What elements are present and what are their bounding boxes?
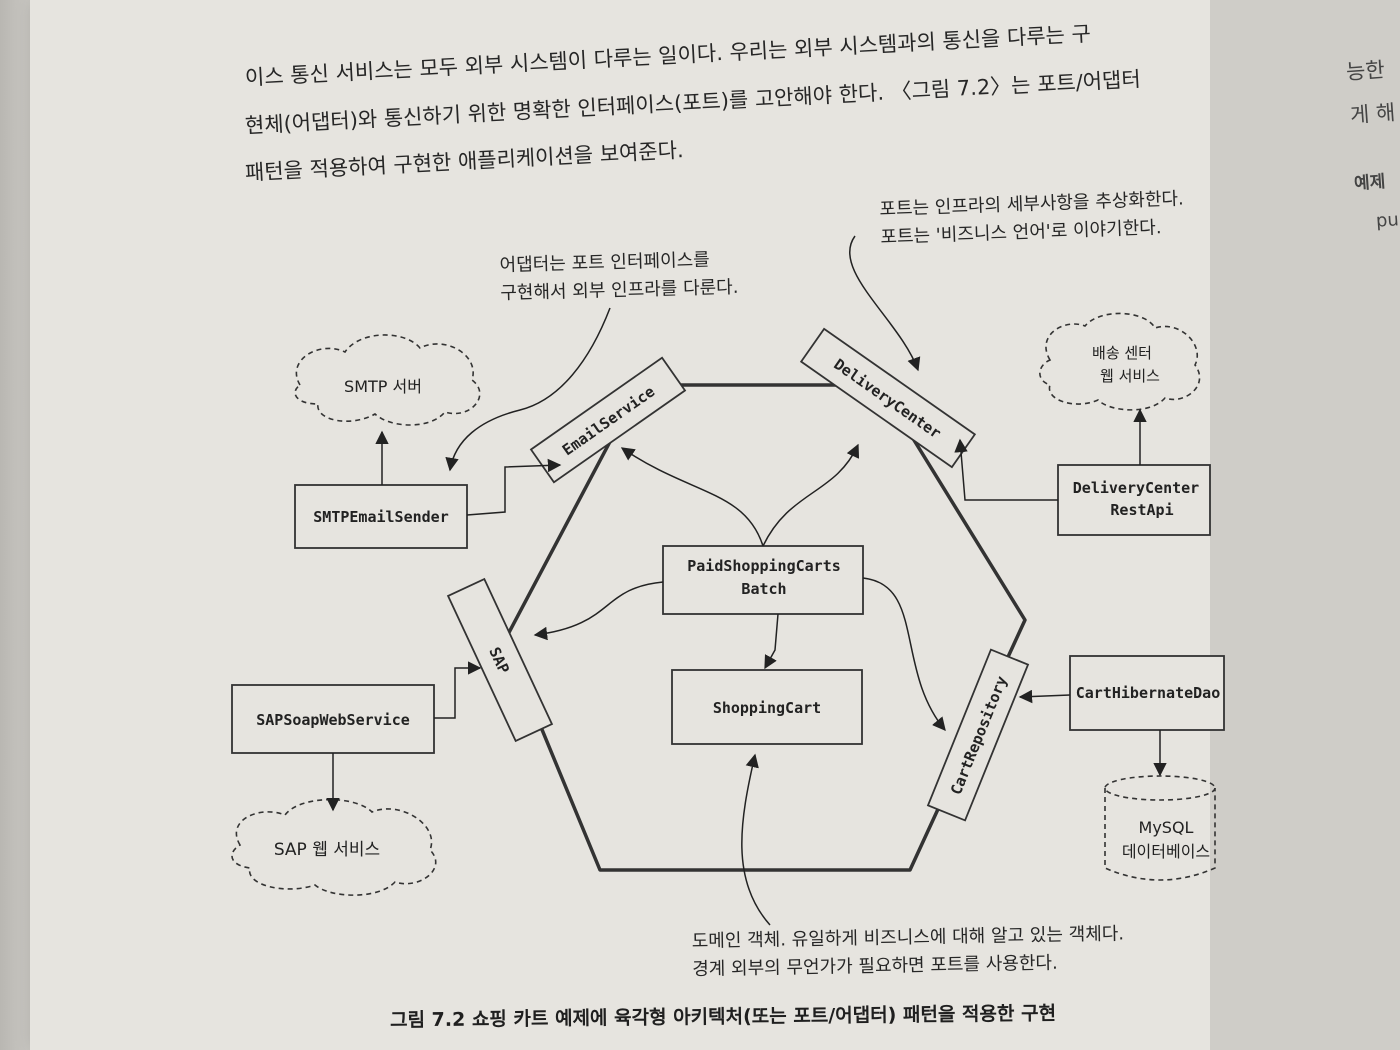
arrow-smtp-sender-to-email-port bbox=[466, 458, 562, 516]
pointer-port-note bbox=[848, 235, 921, 372]
sap-cloud-label: SAP 웹 서비스 bbox=[274, 840, 380, 860]
arrow-batch-to-shopping-cart bbox=[764, 613, 779, 670]
delivery-center-port: DeliveryCenter bbox=[799, 327, 977, 469]
arrow-batch-to-delivery-port bbox=[762, 443, 860, 547]
port-label: DeliveryCenter bbox=[830, 355, 944, 442]
core-label: ShoppingCart bbox=[713, 699, 821, 717]
arrow-dao-to-cart-repo bbox=[1018, 689, 1071, 704]
smtp-server-label: SMTP 서버 bbox=[344, 377, 422, 396]
adapter-label: SMTPEmailSender bbox=[313, 508, 448, 526]
smtp-email-sender-adapter: SMTPEmailSender bbox=[294, 484, 468, 549]
core-label: Batch bbox=[741, 580, 786, 598]
cart-hibernate-dao-adapter: CartHibernateDao bbox=[1069, 655, 1225, 731]
delivery-cloud-label: 배송 센터 bbox=[1092, 344, 1152, 362]
mysql-database: MySQL 데이터베이스 bbox=[1104, 775, 1216, 881]
arrow-restapi-to-delivery-port bbox=[954, 438, 1058, 501]
delivery-center-restapi-adapter: DeliveryCenter RestApi bbox=[1057, 464, 1211, 536]
sap-web-service-cloud: SAP 웹 서비스 bbox=[231, 798, 437, 896]
book-page bbox=[30, 0, 1210, 1050]
delivery-web-service-cloud: 배송 센터 웹 서비스 bbox=[1039, 312, 1201, 411]
cart-repository-port: CartRepository bbox=[926, 648, 1030, 822]
paid-shopping-carts-batch: PaidShoppingCarts Batch bbox=[662, 545, 864, 615]
arrow-batch-to-cart-repo bbox=[862, 577, 946, 732]
shopping-cart-domain-object: ShoppingCart bbox=[671, 669, 863, 745]
adapter-label: SAPSoapWebService bbox=[256, 711, 410, 729]
pointer-adapter-note bbox=[445, 307, 611, 472]
arrow-batch-to-email-port bbox=[620, 447, 764, 547]
sap-port: SAP bbox=[446, 577, 554, 743]
delivery-cloud-label: 웹 서비스 bbox=[1100, 367, 1160, 385]
adapter-label: RestApi bbox=[1110, 501, 1173, 519]
adapter-label: DeliveryCenter bbox=[1073, 479, 1199, 497]
adapter-label: CartHibernateDao bbox=[1076, 684, 1221, 702]
pointer-domain-note bbox=[741, 753, 771, 926]
arrow-soap-to-sap-port bbox=[434, 661, 482, 719]
email-service-port: EmailService bbox=[529, 356, 687, 484]
sap-soap-web-service-adapter: SAPSoapWebService bbox=[231, 684, 435, 754]
database-label: 데이터베이스 bbox=[1122, 842, 1210, 861]
database-label: MySQL bbox=[1139, 818, 1194, 837]
core-label: PaidShoppingCarts bbox=[687, 557, 841, 575]
smtp-server-cloud: SMTP 서버 bbox=[294, 334, 481, 426]
arrow-batch-to-sap-port bbox=[533, 581, 664, 641]
